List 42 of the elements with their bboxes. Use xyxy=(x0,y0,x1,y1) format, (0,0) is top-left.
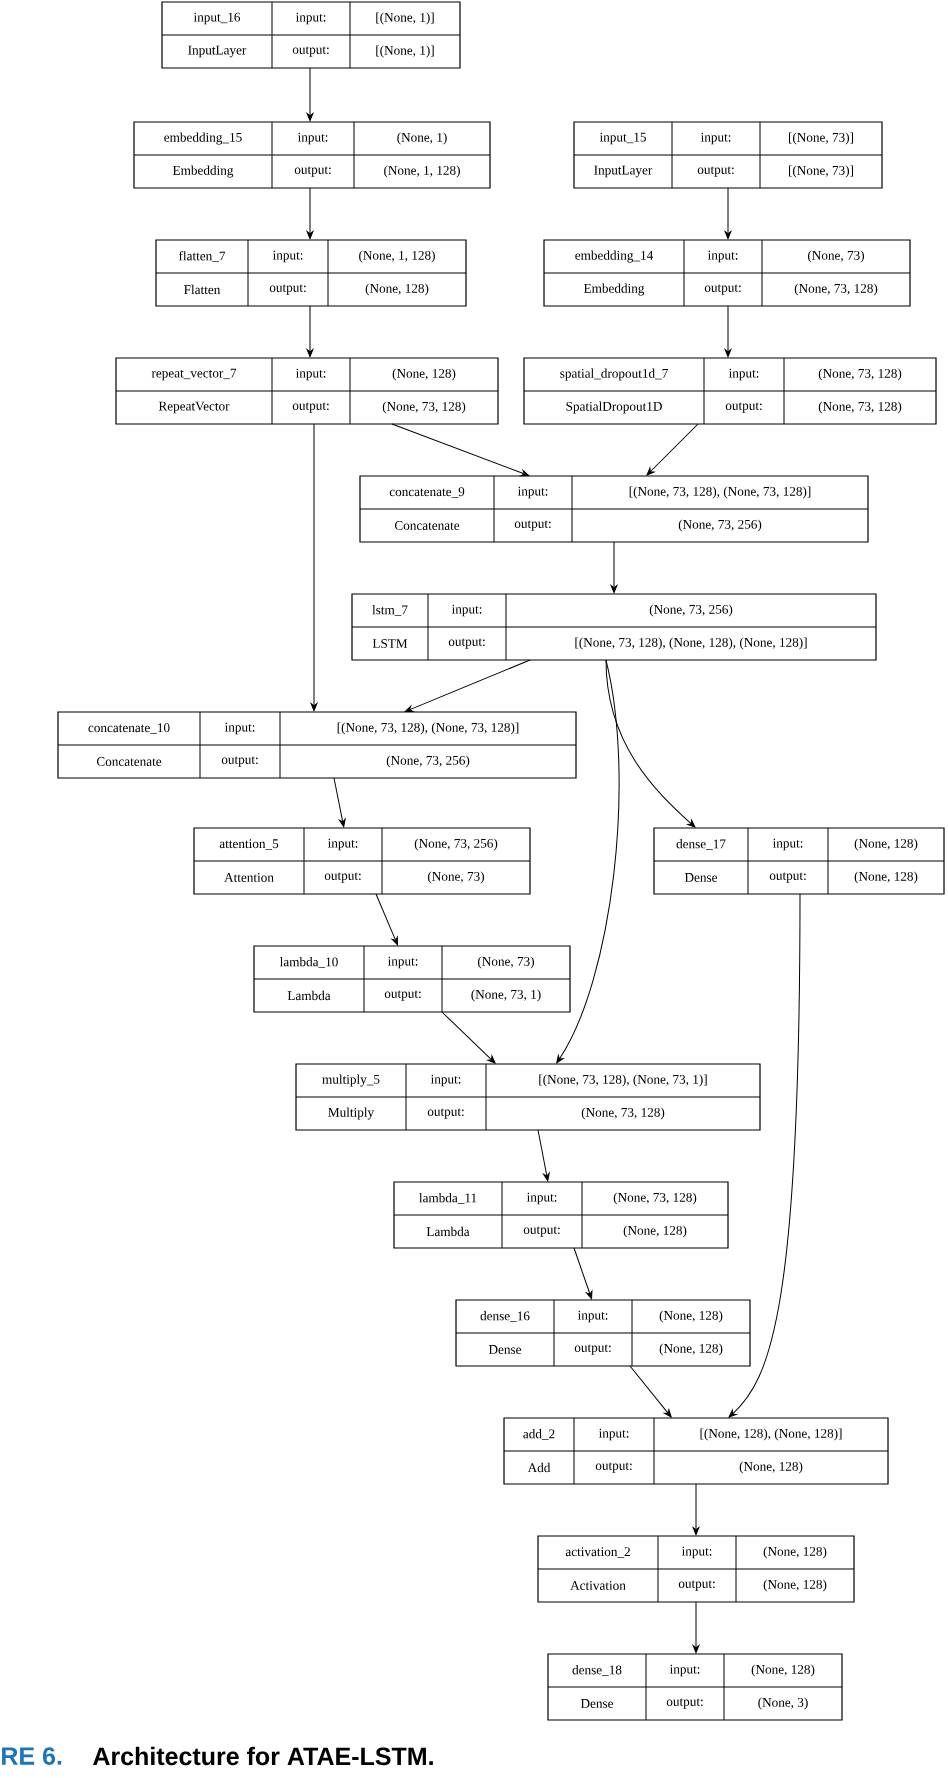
layer-box xyxy=(193,827,531,895)
figure-number: RE 6. xyxy=(2,1747,62,1765)
layer-box xyxy=(503,1417,889,1485)
layer-box xyxy=(573,121,883,189)
layer-box xyxy=(115,357,499,425)
layer-box xyxy=(523,357,937,425)
arrow xyxy=(692,1483,700,1536)
arrow xyxy=(728,893,801,1418)
layer-box xyxy=(57,711,577,779)
arrow xyxy=(724,187,732,240)
arrow xyxy=(310,423,318,712)
arrow xyxy=(537,1129,550,1182)
arrow xyxy=(306,187,314,240)
layer-box xyxy=(351,593,877,661)
arrow xyxy=(610,541,618,594)
layer-box xyxy=(155,239,467,307)
layer-box xyxy=(537,1535,855,1603)
layer-box xyxy=(133,121,491,189)
arrow xyxy=(692,1601,700,1654)
arrow xyxy=(441,1011,496,1064)
layer-box xyxy=(393,1181,729,1249)
arrow xyxy=(404,659,531,712)
layer-box xyxy=(455,1299,751,1367)
layer-box xyxy=(253,945,571,1013)
arrow xyxy=(646,423,699,476)
arrow xyxy=(629,1365,672,1418)
layer-box xyxy=(295,1063,761,1131)
arrow xyxy=(724,305,732,358)
arrow xyxy=(391,423,530,477)
arrow xyxy=(605,659,696,828)
layer-box xyxy=(547,1653,843,1721)
layer-box xyxy=(161,1,461,69)
arrow xyxy=(306,67,314,122)
layer-box xyxy=(543,239,911,307)
layer-box xyxy=(653,827,945,895)
arrow xyxy=(573,1247,593,1300)
arrow xyxy=(375,893,398,946)
arrow xyxy=(556,659,620,1064)
layer-box xyxy=(359,475,869,543)
arrow xyxy=(333,777,346,828)
arrow xyxy=(306,305,314,358)
caption: Architecture for ATAE-LSTM. xyxy=(93,1746,433,1766)
